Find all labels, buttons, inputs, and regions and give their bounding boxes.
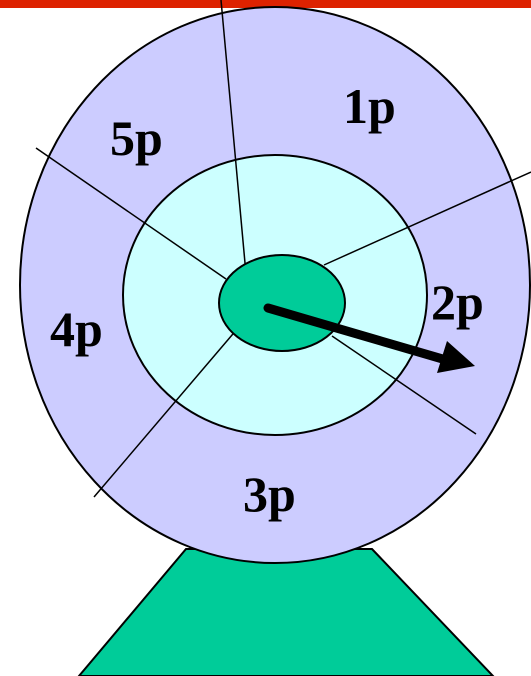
segment-label-3p: 3p	[243, 466, 296, 522]
top-bar	[0, 0, 531, 8]
segment-dividers	[35, 0, 531, 498]
pointer-arrow	[263, 303, 475, 373]
wheel-stand	[77, 548, 495, 676]
divider-1p-5p	[220, 0, 247, 275]
segment-label-4p: 4p	[50, 301, 103, 357]
pointer-shaft	[263, 303, 451, 365]
pointer-arrowhead	[437, 341, 475, 373]
segment-label-5p: 5p	[110, 110, 163, 166]
divider-1p-2p	[323, 171, 531, 266]
wheel-hub	[218, 254, 346, 352]
divider-3p-4p	[93, 327, 239, 498]
divider-2p-3p	[331, 335, 477, 435]
segment-label-2p: 2p	[431, 274, 484, 330]
segment-label-1p: 1p	[343, 78, 396, 134]
divider-4p-5p	[35, 147, 227, 280]
